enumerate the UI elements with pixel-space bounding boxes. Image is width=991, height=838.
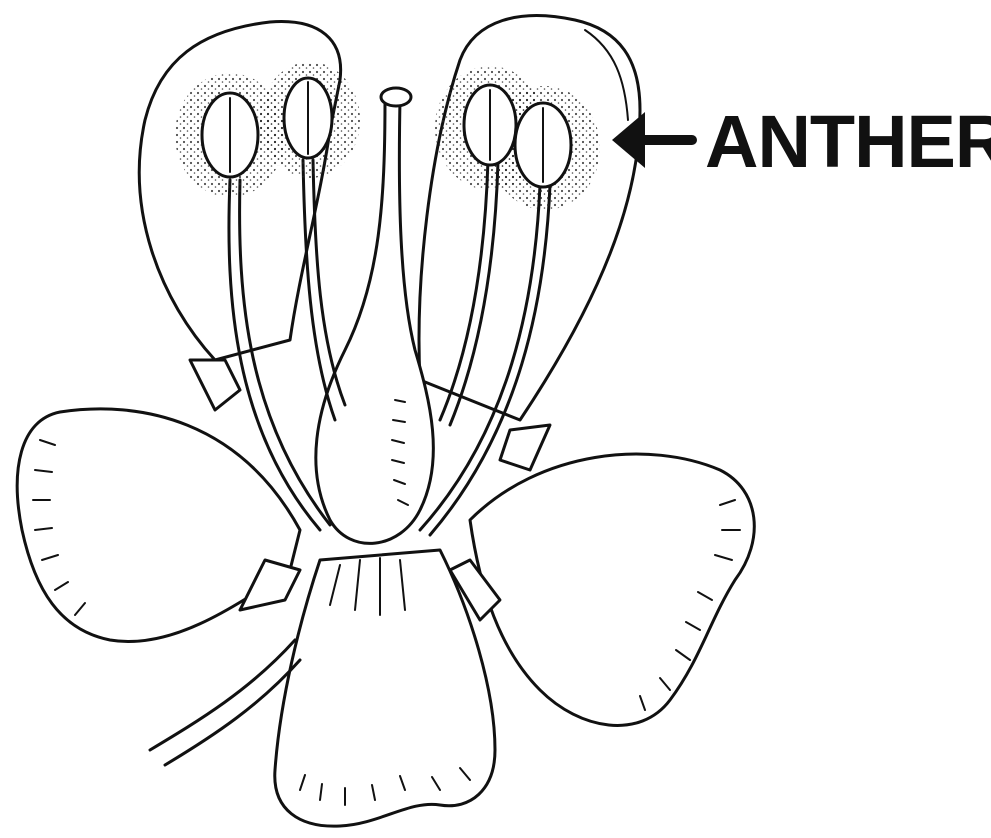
anther-label: ANTHER [612, 100, 991, 183]
anther-label-text: ANTHER [705, 100, 991, 183]
right-petal [470, 454, 754, 725]
upper-right-petal [419, 16, 640, 420]
